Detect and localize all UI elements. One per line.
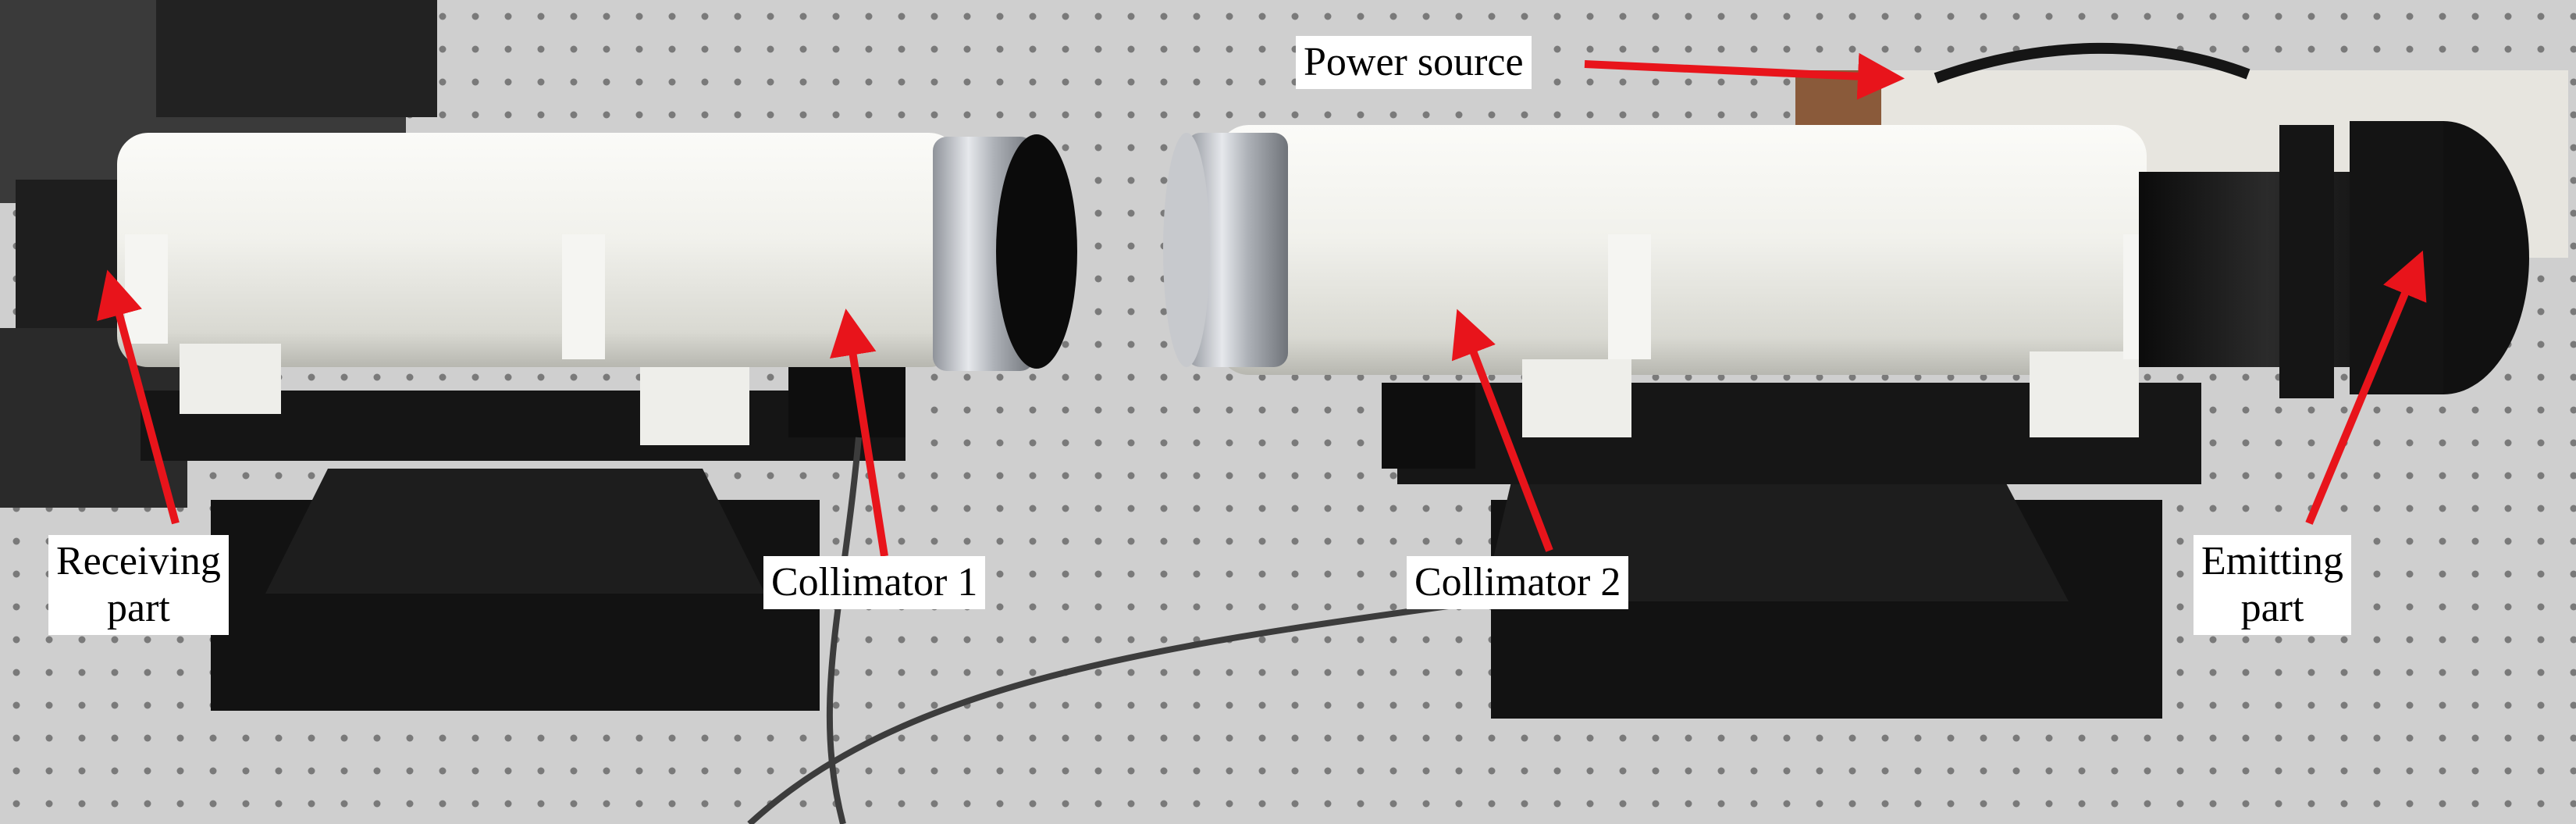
label-collimator-1: Collimator 1 xyxy=(763,556,986,609)
label-receiving-part: Receiving part xyxy=(48,535,229,635)
arrow-collimator-2 xyxy=(1451,309,1553,552)
collimator-2-foot-left xyxy=(1522,359,1631,437)
label-collimator-2: Collimator 2 xyxy=(1407,556,1629,609)
collimator-1-bracket-mid xyxy=(562,234,605,359)
right-scissor-jack xyxy=(1483,469,2069,601)
emitting-part-flange xyxy=(2279,125,2334,398)
collimator-1-tube xyxy=(117,133,960,367)
arrow-collimator-1 xyxy=(830,309,888,557)
floor-cable-2 xyxy=(826,437,862,824)
floor-cable xyxy=(747,598,1484,824)
collimator-2-front xyxy=(1163,133,1210,367)
collimator-2-tube xyxy=(1218,125,2147,375)
collimator-2-bracket-mid xyxy=(1608,234,1651,359)
left-scissor-jack xyxy=(265,469,765,594)
emitting-part-cap-body xyxy=(2350,121,2443,394)
collimator-2-ring xyxy=(1187,133,1288,367)
arrow-receiving-part xyxy=(97,269,180,525)
label-emitting-part: Emitting part xyxy=(2194,535,2351,635)
collimator-1-foot-left xyxy=(180,344,281,414)
collimator-1-bracket-left xyxy=(125,234,168,344)
collimator-1-aperture xyxy=(996,134,1077,369)
left-knob xyxy=(788,367,906,437)
collimator-2-foot-right xyxy=(2030,351,2139,437)
power-cable xyxy=(1934,42,2250,84)
arrow-power-source xyxy=(1584,52,1905,100)
right-knob xyxy=(1382,383,1475,469)
arrow-emitting-part xyxy=(2305,250,2427,525)
label-power-source: Power source xyxy=(1296,36,1532,89)
collimator-1-foot-right xyxy=(640,367,749,445)
background-monitor xyxy=(156,0,437,117)
